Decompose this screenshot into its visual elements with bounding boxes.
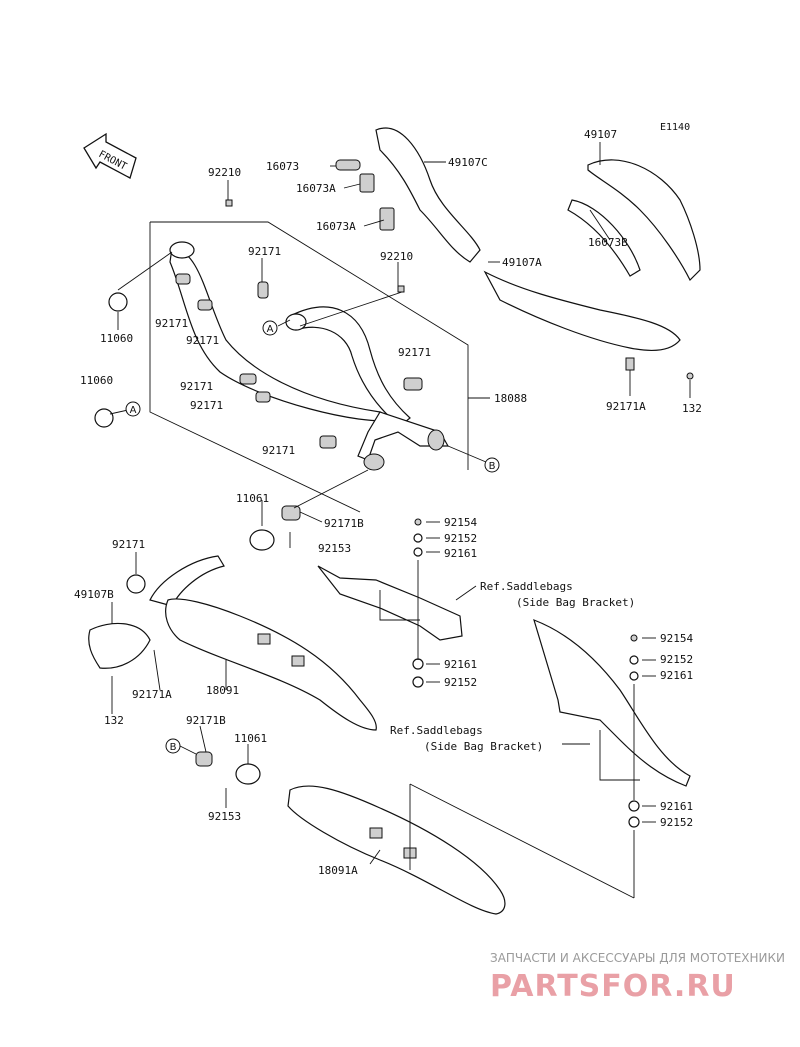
- part-label: 11061: [236, 492, 269, 505]
- svg-text:B: B: [170, 742, 177, 753]
- part-label: 92161: [444, 658, 477, 671]
- heat-shield-group: [335, 127, 701, 380]
- part-label: 49107B: [74, 588, 114, 601]
- watermark-brand: PARTSFOR.RU: [490, 969, 736, 1004]
- part-label: 92171: [180, 380, 213, 393]
- callout-circle-a-2: A: [125, 401, 141, 417]
- part-label: 92152: [444, 676, 477, 689]
- leader-lines: [109, 142, 691, 865]
- part-label: 92171: [155, 317, 188, 330]
- part-label: 92171: [112, 538, 145, 551]
- muffler-right: [195, 751, 506, 915]
- part-label: 92171A: [606, 400, 646, 413]
- part-label: 92153: [318, 542, 351, 555]
- part-label: 132: [104, 714, 124, 727]
- part-label: 92171A: [132, 688, 172, 701]
- part-label: 92171: [262, 444, 295, 457]
- diagram-code: E1140: [660, 122, 690, 133]
- part-label: 92161: [660, 669, 693, 682]
- part-label: 92152: [660, 653, 693, 666]
- part-label: 132: [682, 402, 702, 415]
- front-arrow-icon: FRONT: [83, 132, 137, 179]
- hardware-stacks: [409, 518, 640, 899]
- part-label: 16073A: [296, 182, 336, 195]
- part-label: 92161: [444, 547, 477, 560]
- part-label: 92171B: [186, 714, 226, 727]
- part-label: 18088: [494, 392, 527, 405]
- part-label: 11060: [80, 374, 113, 387]
- part-label: 16073B: [588, 236, 628, 249]
- part-label: 16073A: [316, 220, 356, 233]
- part-label: 49107C: [448, 156, 488, 169]
- gasket-group: [94, 199, 405, 428]
- part-label: 16073: [266, 160, 299, 173]
- svg-text:A: A: [130, 405, 137, 416]
- part-label: 92152: [444, 532, 477, 545]
- part-label: 92171: [248, 245, 281, 258]
- part-label: 92161: [660, 800, 693, 813]
- part-label: 92171: [186, 334, 219, 347]
- part-label: 92210: [380, 250, 413, 263]
- part-label: 92153: [208, 810, 241, 823]
- part-label: 92171: [398, 346, 431, 359]
- clamp-group: [175, 273, 423, 449]
- svg-text:A: A: [267, 324, 274, 335]
- bracket-group: [317, 565, 691, 787]
- part-label: 18091A: [318, 864, 358, 877]
- muffler-left: [88, 505, 377, 731]
- part-label: 92210: [208, 166, 241, 179]
- part-label: 18091: [206, 684, 239, 697]
- ref-saddlebags-1-line1: Ref.Saddlebags: [480, 580, 573, 593]
- callout-circle-b-2: B: [165, 738, 181, 754]
- assembly-frame-18088: [149, 221, 490, 513]
- ref-saddlebags-2-line1: Ref.Saddlebags: [390, 724, 483, 737]
- part-label: 92154: [444, 516, 477, 529]
- callout-circle-b-1: B: [484, 457, 500, 473]
- part-label: 92171: [190, 399, 223, 412]
- part-label: 11060: [100, 332, 133, 345]
- ref-saddlebags-2-line2: (Side Bag Bracket): [424, 740, 543, 753]
- svg-text:B: B: [489, 461, 496, 472]
- part-label: 11061: [234, 732, 267, 745]
- part-label: 92171B: [324, 517, 364, 530]
- part-label: 92154: [660, 632, 693, 645]
- watermark-subtitle: ЗАПЧАСТИ И АКСЕССУАРЫ ДЛЯ МОТОТЕХНИКИ: [490, 951, 785, 965]
- part-label: 49107A: [502, 256, 542, 269]
- part-label: 92152: [660, 816, 693, 829]
- callout-circle-a-1: A: [262, 320, 278, 336]
- part-label: 49107: [584, 128, 617, 141]
- ref-saddlebags-1-line2: (Side Bag Bracket): [516, 596, 635, 609]
